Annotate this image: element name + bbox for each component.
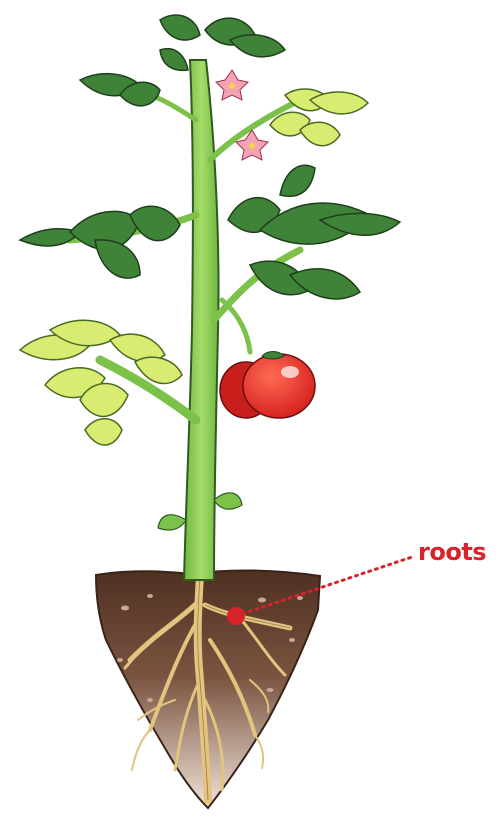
roots-label: roots bbox=[418, 538, 486, 566]
callout-dot bbox=[227, 607, 245, 625]
tomato-fruit bbox=[220, 352, 315, 419]
